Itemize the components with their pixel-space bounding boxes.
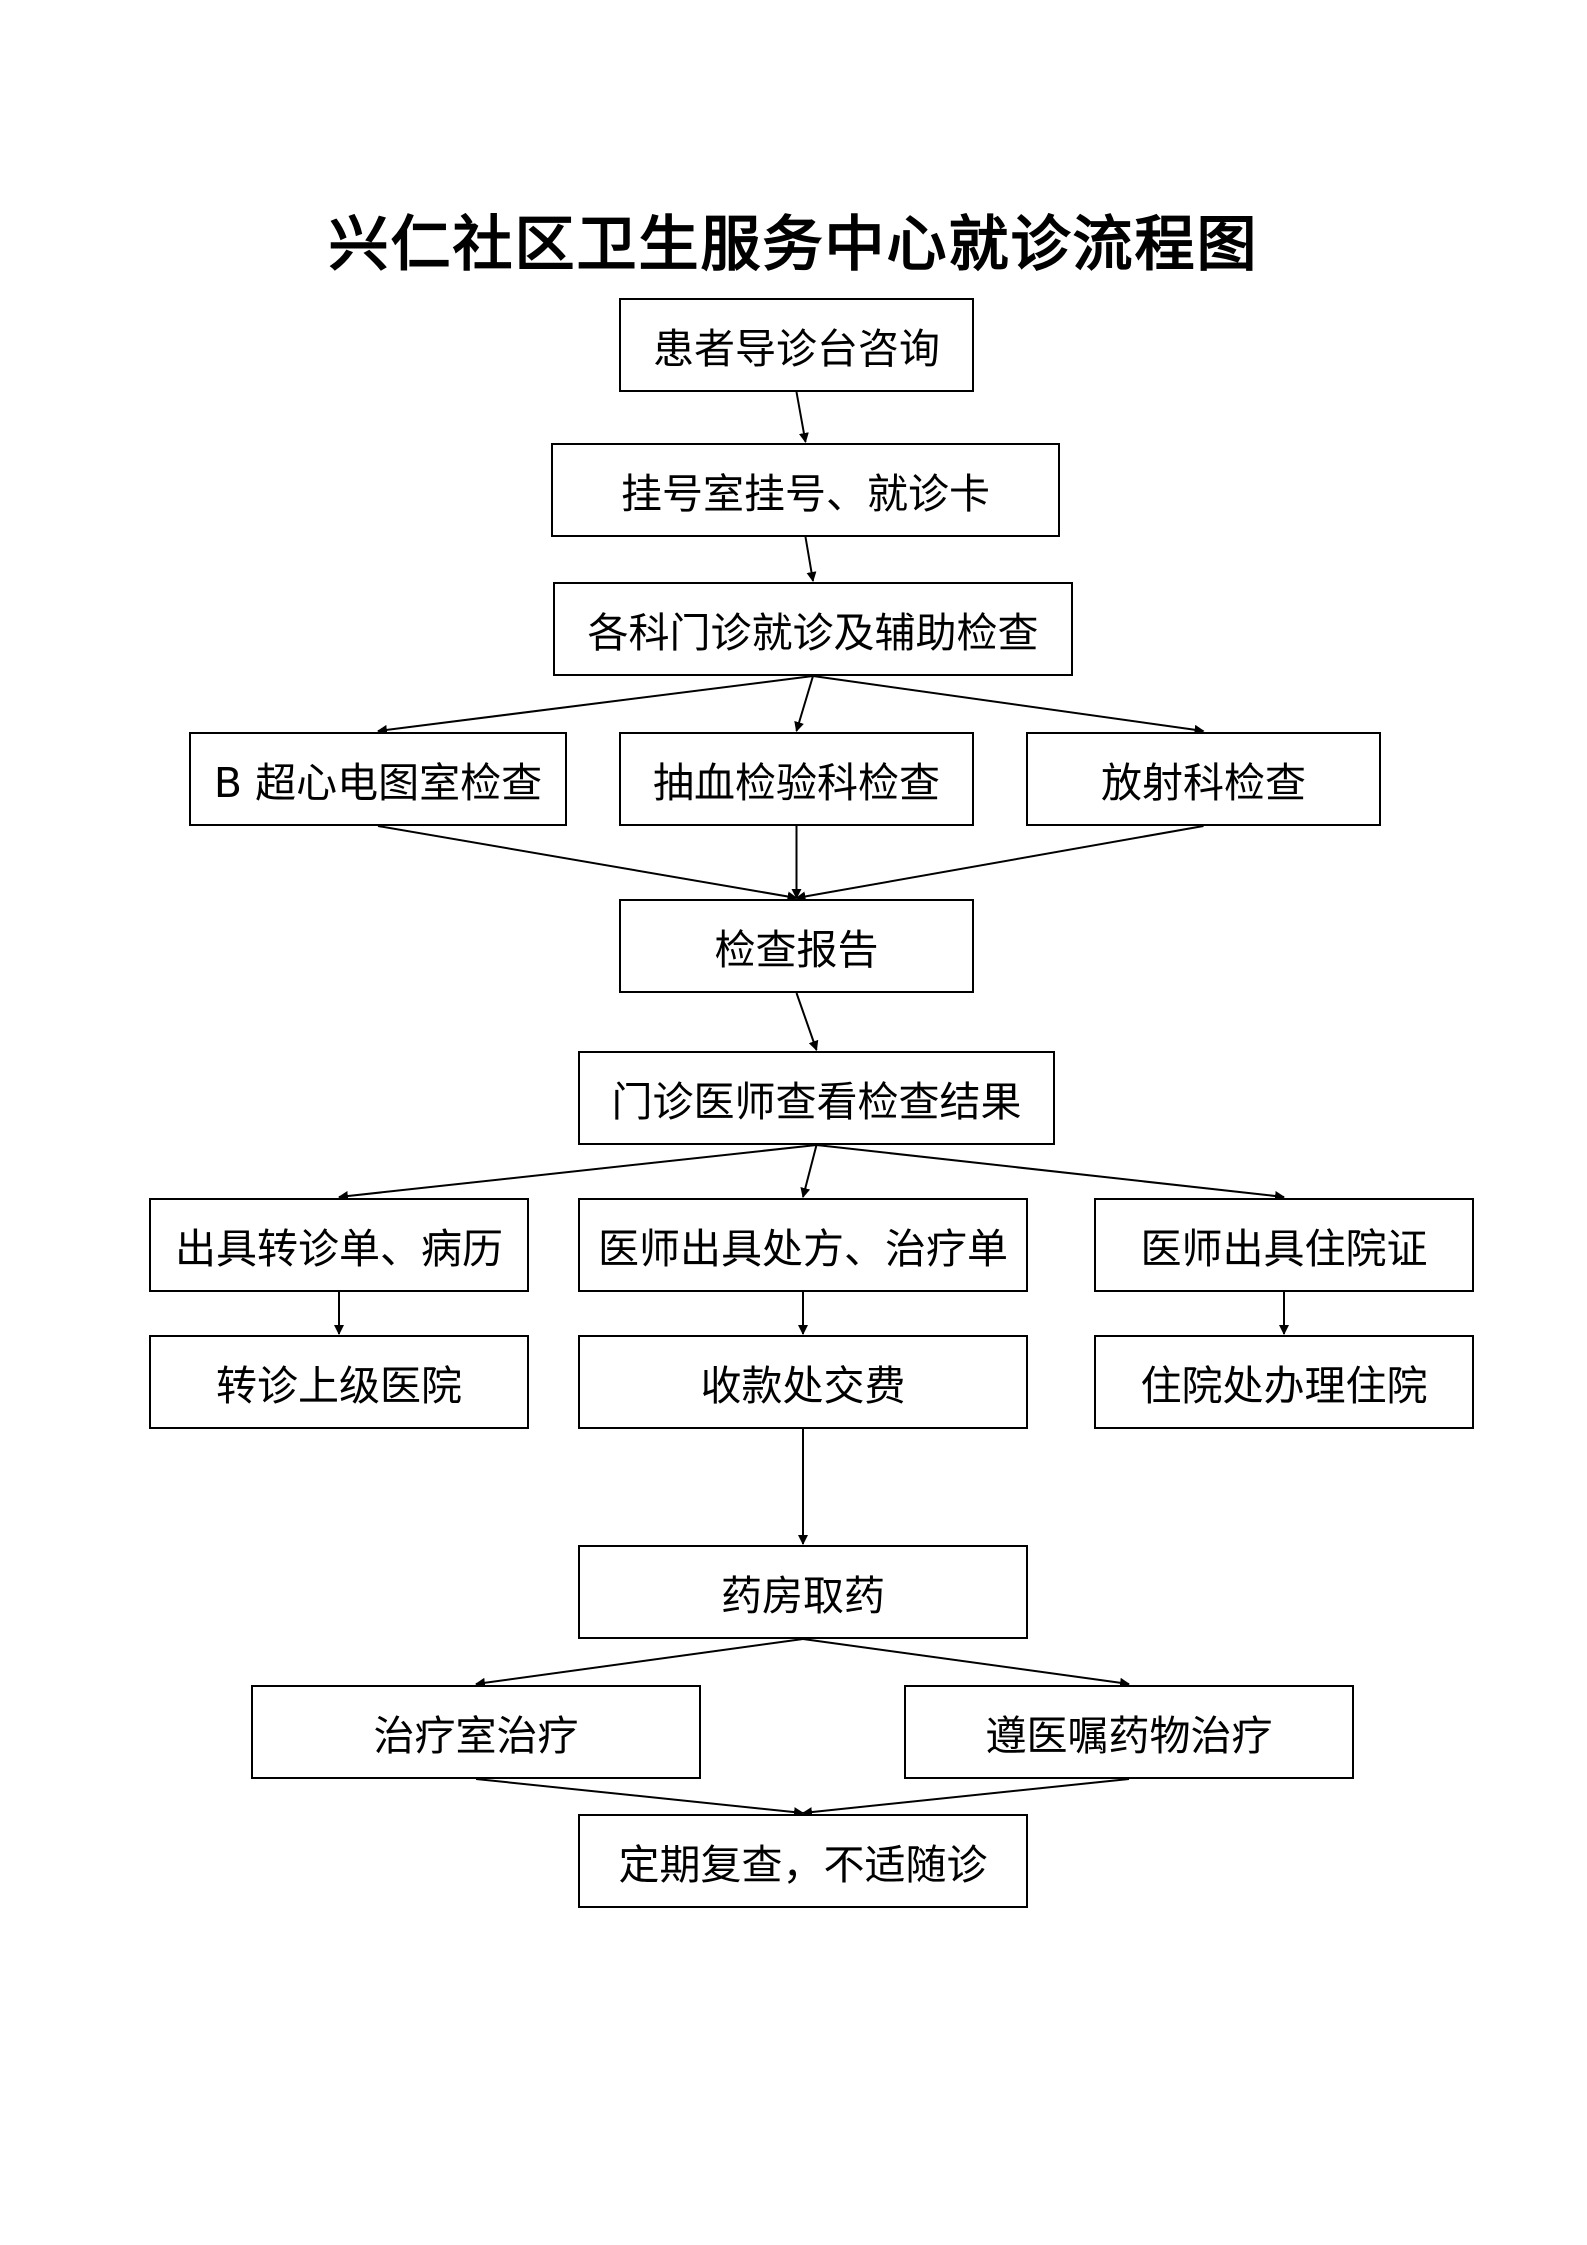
- node-blood-test: 抽血检验科检查: [619, 732, 974, 826]
- edge-layer: [334, 391, 1289, 1818]
- node-label: B 超心电图室检查: [213, 759, 543, 807]
- arrow-pharmacy-to-medication: [802, 1638, 1130, 1688]
- node-label: 转诊上级医院: [216, 1362, 462, 1410]
- arrow-consult-to-register: [795, 391, 809, 443]
- arrow-report-to-doctor_review: [795, 992, 819, 1051]
- node-treatment-room: 治疗室治疗: [251, 1685, 701, 1779]
- node-label: 门诊医师查看检查结果: [611, 1078, 1022, 1126]
- node-consult: 患者导诊台咨询: [619, 298, 974, 392]
- node-admission: 住院处办理住院: [1094, 1335, 1474, 1429]
- node-label: 挂号室挂号、就诊卡: [621, 470, 990, 518]
- node-medication: 遵医嘱药物治疗: [904, 1685, 1354, 1779]
- node-label: 遵医嘱药物治疗: [985, 1712, 1273, 1760]
- arrow-outpatient-to-ultrasound: [377, 675, 814, 735]
- node-label: 抽血检验科检查: [653, 759, 940, 807]
- node-label: 放射科检查: [1101, 759, 1306, 807]
- arrow-pharmacy-to-treatment_room: [475, 1638, 804, 1688]
- node-radiology: 放射科检查: [1026, 732, 1381, 826]
- node-report: 检查报告: [619, 899, 974, 993]
- node-label: 患者导诊台咨询: [653, 325, 940, 373]
- node-label: 定期复查，不适随诊: [618, 1841, 988, 1889]
- arrow-radiology-to-report: [795, 825, 1204, 902]
- node-prescription: 医师出具处方、治疗单: [578, 1198, 1028, 1292]
- arrow-medication-to-followup: [802, 1778, 1130, 1818]
- arrow-outpatient-to-blood_test: [794, 675, 814, 732]
- node-admission-cert: 医师出具住院证: [1094, 1198, 1474, 1292]
- node-label: 住院处办理住院: [1140, 1362, 1428, 1410]
- node-pharmacy: 药房取药: [578, 1545, 1028, 1639]
- node-payment: 收款处交费: [578, 1335, 1028, 1429]
- node-doctor-review: 门诊医师查看检查结果: [578, 1051, 1055, 1145]
- arrow-doctor_review-to-admission_cert: [816, 1144, 1285, 1201]
- node-referral-doc: 出具转诊单、病历: [149, 1198, 529, 1292]
- node-label: 检查报告: [714, 926, 879, 974]
- arrow-treatment_room-to-followup: [475, 1778, 804, 1818]
- page-title: 兴仁社区卫生服务中心就诊流程图: [328, 210, 1259, 280]
- node-outpatient: 各科门诊就诊及辅助检查: [553, 582, 1073, 676]
- arrow-ultrasound-to-report: [377, 825, 798, 902]
- node-ultrasound: B 超心电图室检查: [189, 732, 567, 826]
- node-label: 各科门诊就诊及辅助检查: [587, 609, 1039, 657]
- node-label: 医师出具处方、治疗单: [598, 1225, 1008, 1273]
- node-label: 药房取药: [721, 1572, 885, 1620]
- arrow-outpatient-to-radiology: [812, 675, 1205, 735]
- node-label: 医师出具住院证: [1140, 1225, 1428, 1273]
- node-label: 收款处交费: [700, 1362, 906, 1410]
- arrow-doctor_review-to-referral_doc: [338, 1144, 817, 1201]
- node-label: 出具转诊单、病历: [175, 1225, 503, 1273]
- node-register: 挂号室挂号、就诊卡: [551, 443, 1060, 537]
- node-followup: 定期复查，不适随诊: [578, 1814, 1028, 1908]
- arrow-register-to-outpatient: [804, 536, 817, 582]
- node-label: 治疗室治疗: [373, 1712, 579, 1760]
- arrow-doctor_review-to-prescription: [800, 1144, 818, 1198]
- node-referral-upper: 转诊上级医院: [149, 1335, 529, 1429]
